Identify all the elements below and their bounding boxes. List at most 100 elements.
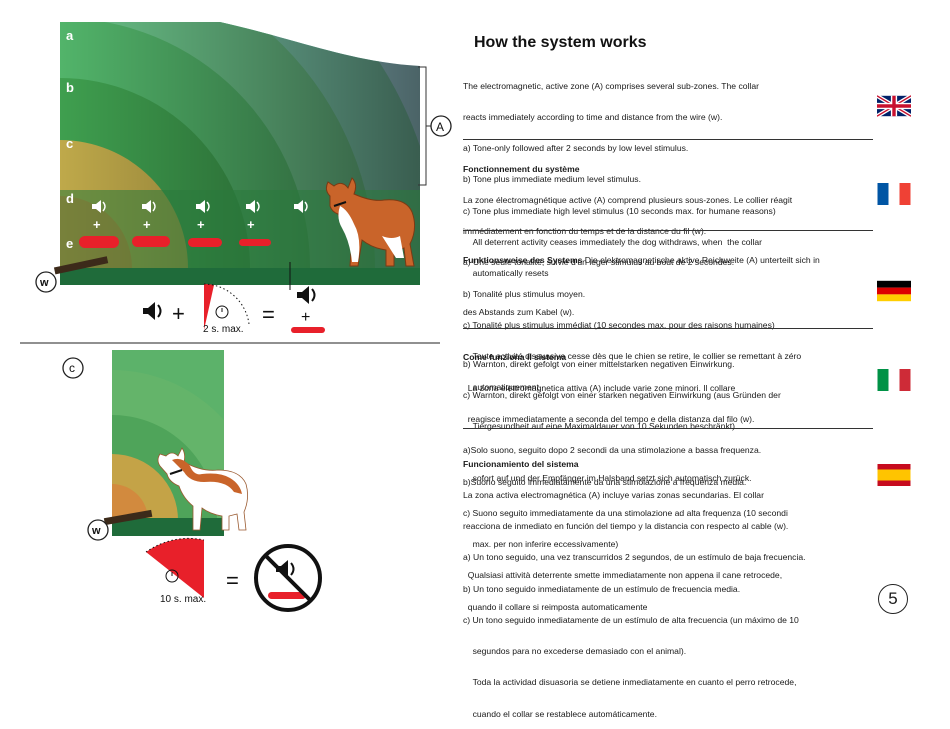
text-line: La zona activa electromagnética (A) incl…: [463, 490, 764, 501]
equation-bottom: 10 s. max. =: [145, 537, 322, 612]
text-line: All deterrent activity ceases immediatel…: [463, 236, 763, 247]
section-english: The electromagnetic, active zone (A) com…: [463, 60, 883, 289]
timer-label-bottom: 10 s. max.: [160, 594, 206, 605]
speaker-icon: [143, 302, 162, 320]
france-flag: [877, 183, 911, 205]
equals-operator: =: [226, 568, 239, 593]
text-line: sofort auf und der Empfänger im Halsband…: [463, 473, 752, 484]
spain-flag: [877, 464, 911, 486]
section-spanish: Funcionamiento del sistema La zona activ…: [463, 438, 883, 729]
text-line: reacts immediately according to time and…: [463, 112, 723, 123]
callout-a-label: A: [436, 120, 444, 134]
text-line: Toda la actividad disuasoria se detiene …: [463, 677, 797, 688]
text-line: b) Warnton, direkt gefolgt von einer mit…: [463, 358, 735, 369]
page-number: 5: [878, 584, 908, 614]
text-line: automatiquement.: [463, 382, 542, 393]
stimulus-bar: [79, 236, 119, 248]
speaker-icon: [142, 200, 156, 213]
zone-label-d: d: [66, 191, 74, 206]
speaker-icon: [196, 200, 210, 213]
text-line: segundos para no excederse demasiado con…: [463, 646, 687, 657]
text-line: Tiergesundheit auf eine Maximaldauer von…: [463, 421, 735, 432]
callout-a: [430, 115, 452, 137]
stimulus-bar: [188, 238, 222, 247]
section-french: Fonctionnement du système La zone électr…: [463, 143, 883, 403]
plus-sign: +: [93, 217, 101, 232]
zone-label-a: a: [66, 28, 74, 43]
text-line: c) Un tono seguido inmediatamente de un …: [463, 614, 799, 625]
wire-callout-label: w: [91, 525, 101, 537]
text-line: b)Suono seguito immediatamente da una st…: [463, 476, 747, 487]
prohibition-slash: [263, 553, 313, 603]
plus-sign: +: [197, 217, 205, 232]
timer-label-top: 2 s. max.: [203, 324, 244, 335]
wire-callout: [35, 271, 57, 293]
text-line: cuando el collar se restablece automátic…: [463, 708, 657, 719]
speaker-icon: [297, 286, 316, 304]
stimulus-bar: [291, 327, 325, 333]
text-line: c) Warnton, direkt gefolgt von einer sta…: [463, 390, 781, 401]
text-line: The electromagnetic, active zone (A) com…: [463, 80, 759, 91]
section-german: Funktionsweise des Systems Die elektroma…: [463, 234, 883, 494]
plus-sign: +: [247, 217, 255, 232]
zone-label-e: e: [66, 236, 73, 251]
text-line: immédiatement en fonction du temps et de…: [463, 226, 707, 237]
germany-flag: [877, 280, 911, 302]
text-line: c) Suono seguito immediatamente da una s…: [463, 507, 788, 518]
italy-flag: [877, 369, 911, 391]
text-line: a) Un tono seguido, una vez transcurrido…: [463, 552, 806, 563]
text-line: max. per non inferire eccessivamente): [463, 539, 619, 550]
stimulus-bar: [239, 239, 271, 246]
text-line: des Abstands zum Kabel (w).: [463, 306, 575, 317]
plus-sign: +: [143, 217, 151, 232]
dog-illustration: [325, 177, 416, 267]
stimulus-bar: [268, 592, 306, 599]
text-line: c) Tone plus immediate high level stimul…: [463, 205, 776, 216]
text-line: b) Un tono seguido inmediatamente de un …: [463, 583, 741, 594]
page-title: How the system works: [474, 34, 647, 51]
plus-sign: +: [301, 309, 310, 326]
text-line: La zona elettromagnetica attiva (A) incl…: [463, 383, 736, 394]
timer-wedge: [146, 538, 204, 598]
wire: [103, 509, 153, 526]
section-rule: [463, 428, 873, 429]
text-line: a)Solo suono, seguito dopo 2 secondi da …: [463, 445, 762, 456]
text-line: quando il collare si reimposta automatic…: [463, 601, 648, 612]
text-line: a) Une seule tonalité, suivie d'un léger…: [463, 257, 735, 268]
section-rule: [463, 328, 873, 329]
stimulus-bar: [132, 236, 170, 247]
text-line: c) Tonalité plus stimulus immédiat (10 s…: [463, 319, 775, 330]
text-line: a) Tone-only followed after 2 seconds by…: [463, 143, 689, 154]
speaker-icon: [294, 200, 308, 213]
uk-flag: [877, 95, 911, 117]
wire-callout: [87, 519, 109, 541]
stopwatch-icon: [215, 305, 229, 319]
text-line: b) Tonalité plus stimulus moyen.: [463, 288, 586, 299]
text-line: Qualsiasi attività deterrente smette imm…: [463, 570, 783, 581]
zone-label-b: b: [66, 80, 74, 95]
text-line: reacciona de inmediato en función del ti…: [463, 521, 789, 532]
section-title: Funktionsweise des Systems: [463, 254, 583, 265]
text-line: b) Tone plus immediate medium level stim…: [463, 174, 641, 185]
callout-c-label: c: [69, 361, 75, 375]
zone-panel-top: [60, 22, 420, 285]
callout-c: [62, 357, 84, 379]
equals-operator: =: [262, 302, 275, 327]
text-line: automatically resets: [463, 268, 549, 279]
text-line: reagisce immediatamente a seconda del te…: [463, 414, 755, 425]
text-line: Funktionsweise des Systems Die elektroma…: [463, 255, 883, 265]
plus-operator: +: [172, 301, 185, 326]
zone-label-c: c: [66, 136, 73, 151]
speaker-icon: [92, 200, 106, 213]
stopwatch-icon: [165, 569, 179, 583]
equation-top: + 2 s. max. = +: [143, 283, 325, 335]
wire-callout-label: w: [39, 277, 49, 289]
wire: [53, 256, 109, 275]
section-title: Come funziona il sistema: [463, 351, 567, 362]
section-title: Funcionamiento del sistema: [463, 458, 579, 469]
text-line: Toute activité dissuasive cesse dès que …: [463, 351, 802, 362]
system-diagram: a b c d e + + + + A w + 2 s. max. = +: [20, 22, 452, 612]
speaker-icon: [246, 200, 260, 213]
section-rule: [463, 139, 873, 140]
text-line: La zone électromagnétique active (A) com…: [463, 195, 793, 206]
